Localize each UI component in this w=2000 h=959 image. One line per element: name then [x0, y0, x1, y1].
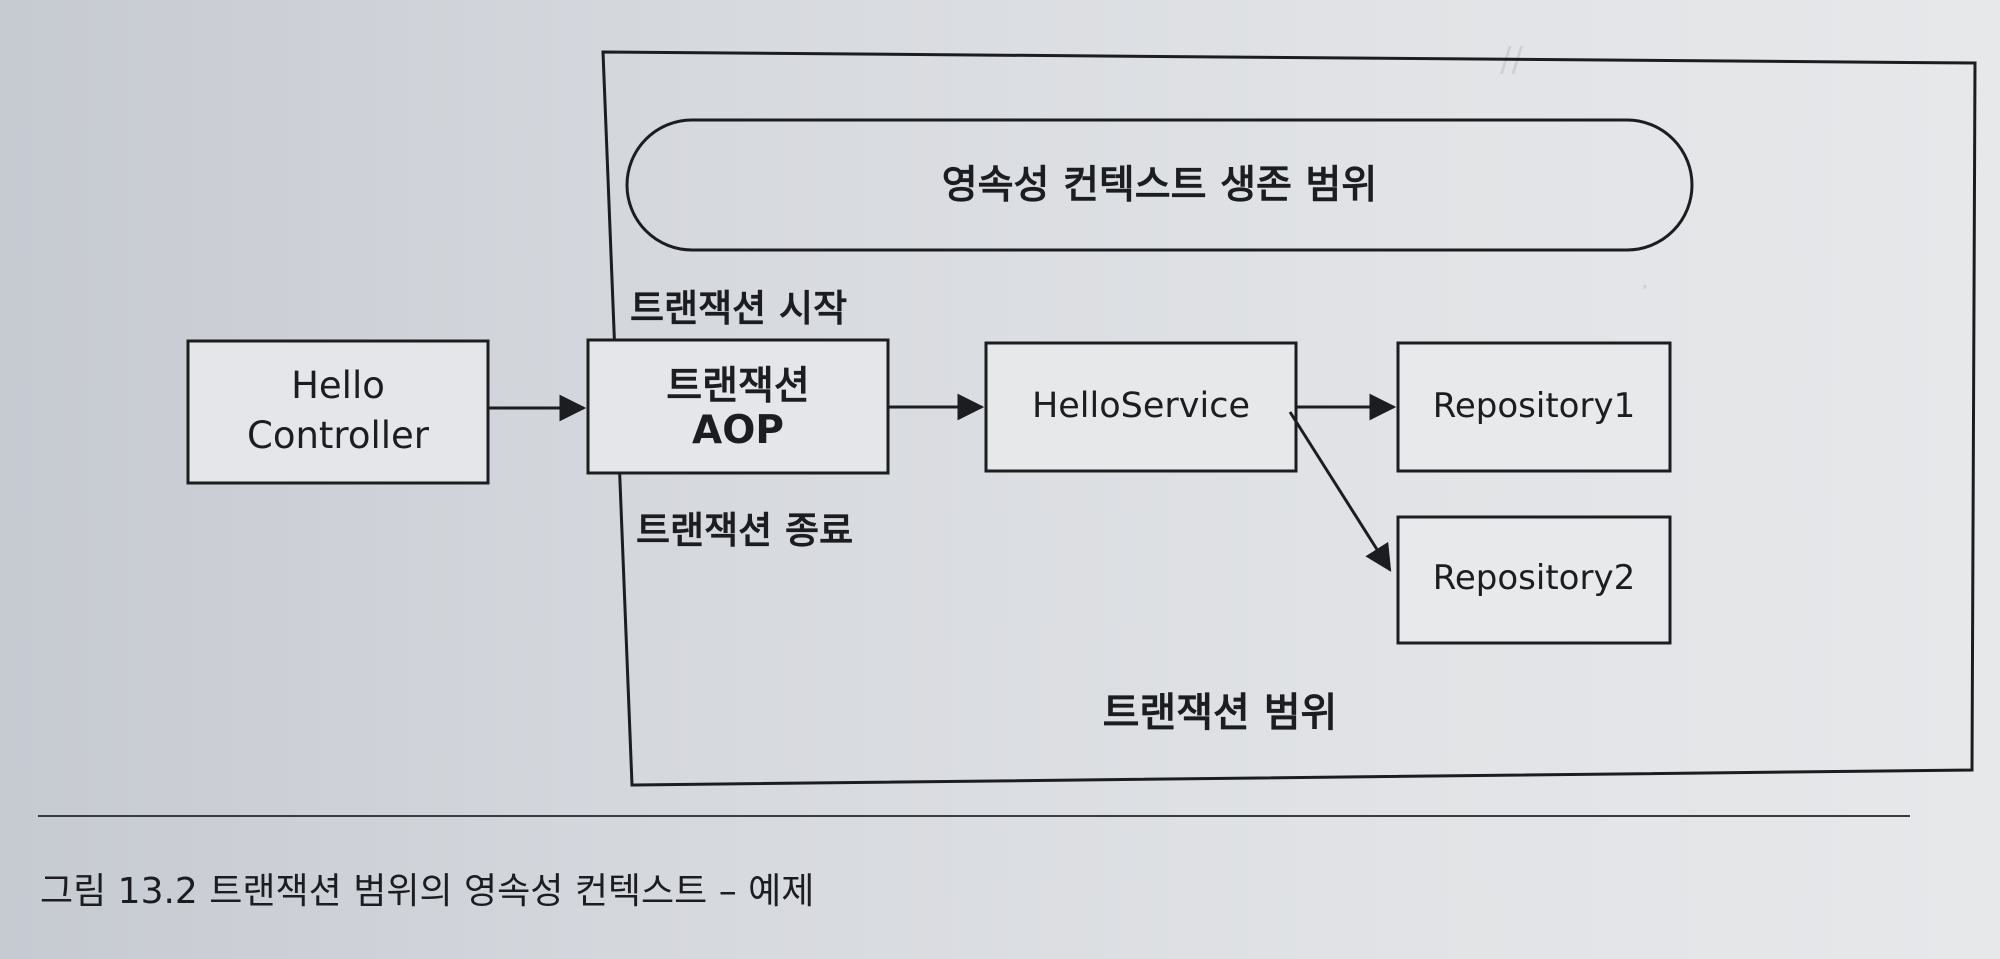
transaction-scope-label: 트랜잭션 범위 — [1102, 690, 1338, 736]
arrow-service-to-repository2 — [1288, 411, 1392, 572]
hello-controller-label-line2: Controller — [246, 414, 429, 457]
persistence-context-ellipse — [625, 118, 1694, 252]
transaction-aop-box — [586, 338, 890, 475]
repository2-label: Repository2 — [1432, 558, 1636, 598]
repository1-label: Repository1 — [1432, 386, 1636, 426]
transaction-end-label: 트랜잭션 종료 — [636, 509, 854, 552]
hello-controller-box — [186, 339, 490, 485]
persistence-scope-label: 영속성 컨텍스트 생존 범위 — [941, 163, 1378, 208]
transaction-aop-label-line2: AOP — [692, 408, 784, 453]
figure-caption: 그림 13.2 트랜잭션 범위의 영속성 컨텍스트 – 예제 — [40, 871, 815, 912]
repository1-box — [1396, 341, 1672, 473]
hello-service-label: HelloService — [1031, 386, 1251, 426]
bleed-through-text: · — [1640, 270, 1650, 305]
caption-divider — [38, 815, 1910, 817]
repository2-box — [1396, 515, 1672, 645]
transaction-start-label: 트랜잭션 시작 — [630, 287, 848, 330]
hello-controller-label-line1: Hello — [291, 364, 385, 407]
transaction-aop-label-line1: 트랜잭션 — [666, 364, 810, 409]
transaction-scope-frame — [601, 50, 1977, 787]
